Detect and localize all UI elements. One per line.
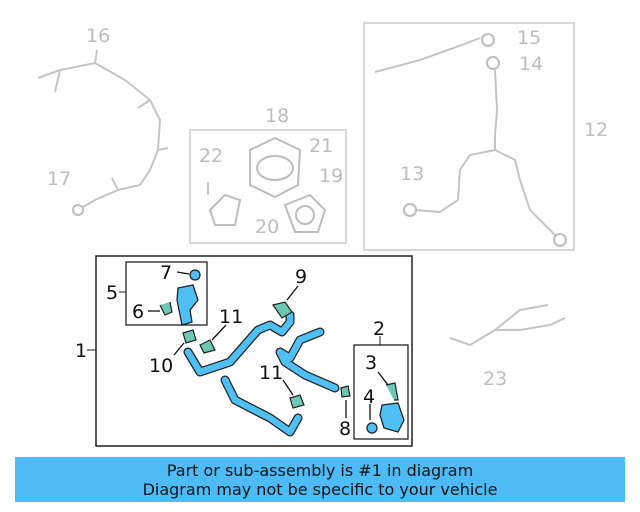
callout-4: 4 (363, 386, 375, 408)
callout-15: 15 (517, 27, 541, 49)
part-11-clamp (199, 339, 216, 354)
water-pump-19 (283, 193, 327, 233)
callout-14: 14 (519, 53, 543, 75)
hose-assembly-12 (374, 33, 567, 247)
wiring-harness-16 (37, 49, 169, 216)
part-3-clip (385, 382, 399, 401)
callout-11-second: 11 (259, 362, 283, 384)
group-box-18 (189, 129, 347, 244)
callout-arrows (148, 271, 389, 420)
callout-18: 18 (265, 105, 289, 127)
callout-9: 9 (295, 266, 307, 288)
callout-7: 7 (160, 262, 172, 284)
pump-bracket-21 (249, 136, 302, 199)
sub-box-5 (125, 261, 208, 326)
part-5-housing (176, 284, 199, 326)
sub-box-2 (353, 344, 409, 440)
info-banner: Part or sub-assembly is #1 in diagram Di… (15, 457, 625, 502)
callout-19: 19 (319, 165, 343, 187)
part-10-clamp (182, 329, 197, 344)
callout-22: 22 (199, 145, 223, 167)
callout-6: 6 (132, 301, 144, 323)
callout-21: 21 (309, 135, 333, 157)
banner-line-1: Part or sub-assembly is #1 in diagram (166, 460, 474, 480)
callout-13: 13 (400, 163, 424, 185)
hoses (183, 310, 340, 437)
callout-5: 5 (106, 282, 118, 304)
bracket-20 (208, 193, 242, 226)
callout-17: 17 (47, 168, 71, 190)
callout-11: 11 (219, 306, 243, 328)
callout-12: 12 (584, 119, 608, 141)
group-box-12 (363, 22, 575, 251)
part-8-clamp (340, 385, 351, 398)
main-assembly-box (95, 255, 413, 447)
callout-3: 3 (365, 352, 377, 374)
callout-8: 8 (339, 418, 351, 440)
part-2-fitting (379, 402, 405, 433)
hose-23 (449, 304, 566, 347)
part-11-clamp-2 (289, 394, 305, 409)
callout-20: 20 (255, 216, 279, 238)
part-7-seal (189, 269, 201, 281)
part-4-seal (366, 422, 378, 434)
callout-2: 2 (373, 318, 385, 340)
callout-10: 10 (149, 355, 173, 377)
callout-1: 1 (75, 340, 87, 362)
part-9-clamp (272, 301, 293, 319)
callout-16: 16 (86, 25, 110, 47)
callout-23: 23 (483, 368, 507, 390)
banner-line-2: Diagram may not be specific to your vehi… (142, 479, 498, 499)
part-6-clip (159, 301, 173, 316)
